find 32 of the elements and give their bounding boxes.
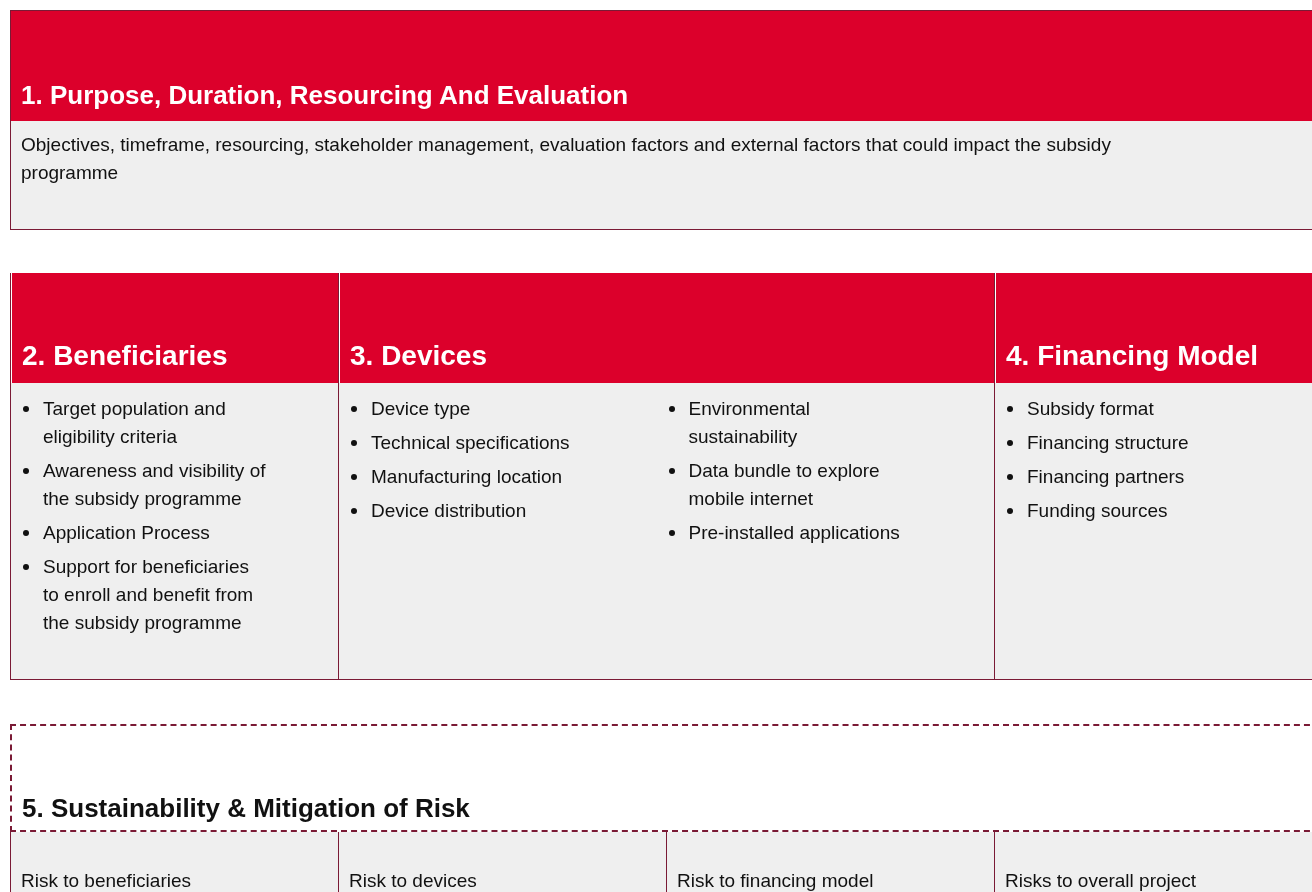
bullet-item: Subsidy format bbox=[1005, 395, 1310, 423]
bullet-item: Manufacturing location bbox=[349, 463, 657, 491]
bullet-item: Application Process bbox=[21, 519, 318, 547]
risk-panel bbox=[338, 832, 666, 892]
bullet-item: Financing partners bbox=[1005, 463, 1310, 491]
bullet-item: Target population and eligibility criteria bbox=[21, 395, 318, 451]
bullet-item: Technical specifications bbox=[349, 429, 657, 457]
category-header: 2. Beneficiaries bbox=[11, 273, 338, 383]
bullet-item: Data bundle to explore mobile internet bbox=[666, 457, 974, 513]
bullet-item: Support for beneficiaries to enroll and benefit from the subsidy programme bbox=[21, 553, 318, 637]
bullet-item: Funding sources bbox=[1005, 497, 1310, 525]
risk-panel bbox=[666, 832, 994, 892]
category-panel bbox=[10, 273, 338, 680]
bullet-item: Environmental sustainability bbox=[666, 395, 974, 451]
risk-label: Risks to overall project bbox=[1005, 870, 1197, 891]
bullet-item: Financing structure bbox=[1005, 429, 1310, 457]
category-panel bbox=[994, 273, 1312, 680]
category-header: 4. Financing Model bbox=[995, 273, 1312, 383]
bullet-item: Device type bbox=[349, 395, 657, 423]
section-description: Objectives, timeframe, resourcing, stakeholder management, evaluation factors and external factors that could impact the subsidy programme bbox=[21, 133, 1112, 185]
risk-panel bbox=[10, 832, 338, 892]
bullet-item: Device distribution bbox=[349, 497, 657, 525]
risk-label: Risk to financing model bbox=[677, 870, 874, 891]
risk-label: Risk to beneficiaries bbox=[21, 870, 192, 891]
section-header: 1. Purpose, Duration, Resourcing And Evaluation bbox=[11, 11, 1312, 121]
category-panel bbox=[338, 273, 994, 680]
risk-label: Risk to devices bbox=[349, 870, 477, 891]
bullet-item: Pre-installed applications bbox=[666, 519, 974, 547]
section-panel bbox=[10, 10, 1312, 230]
bullet-item: Awareness and visibility of the subsidy programme bbox=[21, 457, 318, 513]
category-header: 3. Devices bbox=[339, 273, 994, 383]
risk-panel bbox=[994, 832, 1312, 892]
